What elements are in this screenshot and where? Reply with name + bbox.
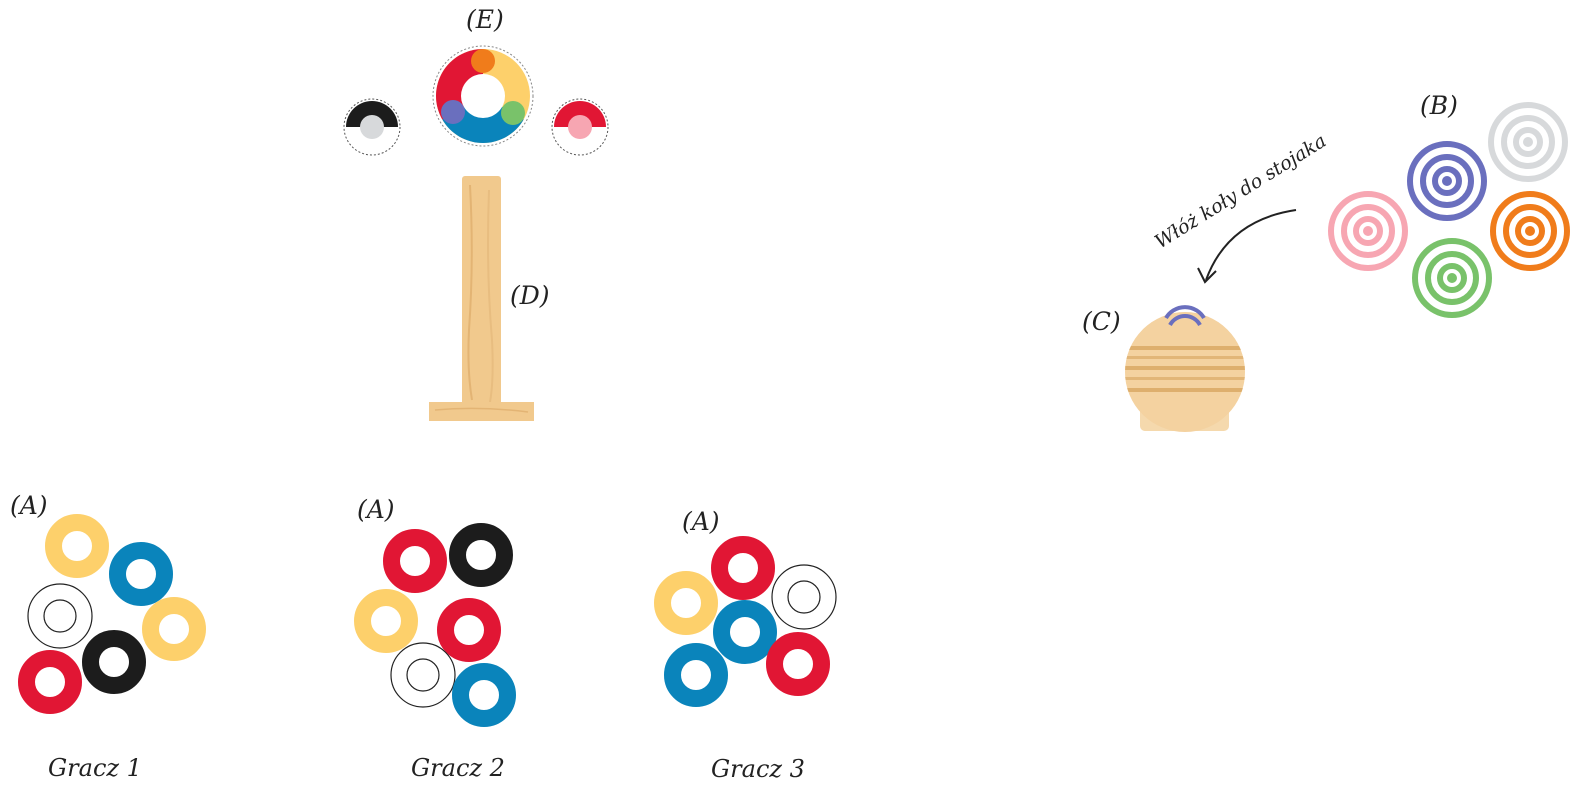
label-a-player1: (A) (10, 491, 48, 520)
player2-caption: Gracz 2 (411, 754, 505, 782)
wheel-dot-orange (471, 49, 495, 73)
ring-white (390, 642, 456, 708)
wheel-dot-purple (441, 100, 465, 124)
ring-black (449, 523, 513, 587)
target-orange (1490, 191, 1570, 271)
wooden-post-d (429, 176, 534, 421)
label-e: (E) (466, 5, 504, 34)
label-b: (B) (1420, 91, 1458, 120)
ring-blue (713, 600, 777, 664)
ring-blue (452, 663, 516, 727)
ring-yellow (142, 597, 206, 661)
label-a-player3: (A) (682, 507, 720, 536)
ring-yellow (354, 589, 418, 653)
target-green (1412, 238, 1492, 318)
arrow-icon (1197, 209, 1297, 284)
player3-caption: Gracz 3 (711, 755, 805, 783)
ring-red (711, 536, 775, 600)
ring-red (383, 529, 447, 593)
player3-rings (654, 536, 837, 707)
ring-yellow (45, 514, 109, 578)
label-d: (D) (510, 281, 550, 310)
target-grey (1488, 102, 1568, 182)
label-a-player2: (A) (357, 495, 395, 524)
label-c: (C) (1082, 307, 1121, 336)
target-purple (1407, 141, 1487, 221)
color-wheel-e (432, 45, 534, 147)
ring-yellow (654, 571, 718, 635)
ring-stand-c (1125, 305, 1245, 432)
wheel-dot-green (501, 101, 525, 125)
ring-black (82, 630, 146, 694)
token-black (343, 98, 401, 156)
ring-blue (664, 643, 728, 707)
player2-rings (354, 523, 516, 727)
ring-red (437, 598, 501, 662)
token-red (551, 98, 609, 156)
ring-red (766, 632, 830, 696)
ring-blue (109, 542, 173, 606)
ring-white (27, 583, 93, 649)
player1-rings (18, 514, 206, 714)
ring-red (18, 650, 82, 714)
instruction-text: Włóż koły do stojaka (1151, 130, 1330, 253)
target-pink (1328, 191, 1408, 271)
ring-white (771, 564, 837, 630)
player1-caption: Gracz 1 (48, 754, 142, 782)
target-rings-b (1328, 102, 1570, 318)
wheel-segment-blue (442, 96, 524, 143)
